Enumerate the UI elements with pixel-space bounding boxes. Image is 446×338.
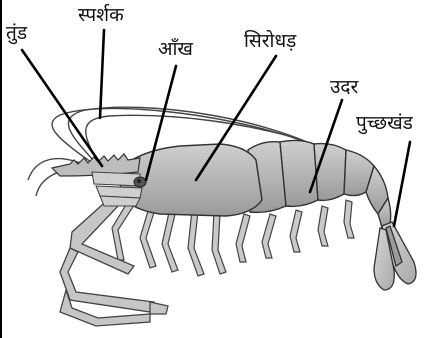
label-abdomen: उदर <box>330 78 358 97</box>
antennal-bases <box>92 172 142 206</box>
label-eye: आँख <box>158 40 193 59</box>
label-cephalothorax: सिरोधड़ <box>244 32 296 51</box>
label-rostrum: तुंड <box>6 24 27 43</box>
label-tail: पुच्छखंड <box>356 114 413 133</box>
eye <box>134 177 146 187</box>
tail-fan <box>374 222 416 290</box>
label-antenna: स्पर्शक <box>78 6 124 25</box>
